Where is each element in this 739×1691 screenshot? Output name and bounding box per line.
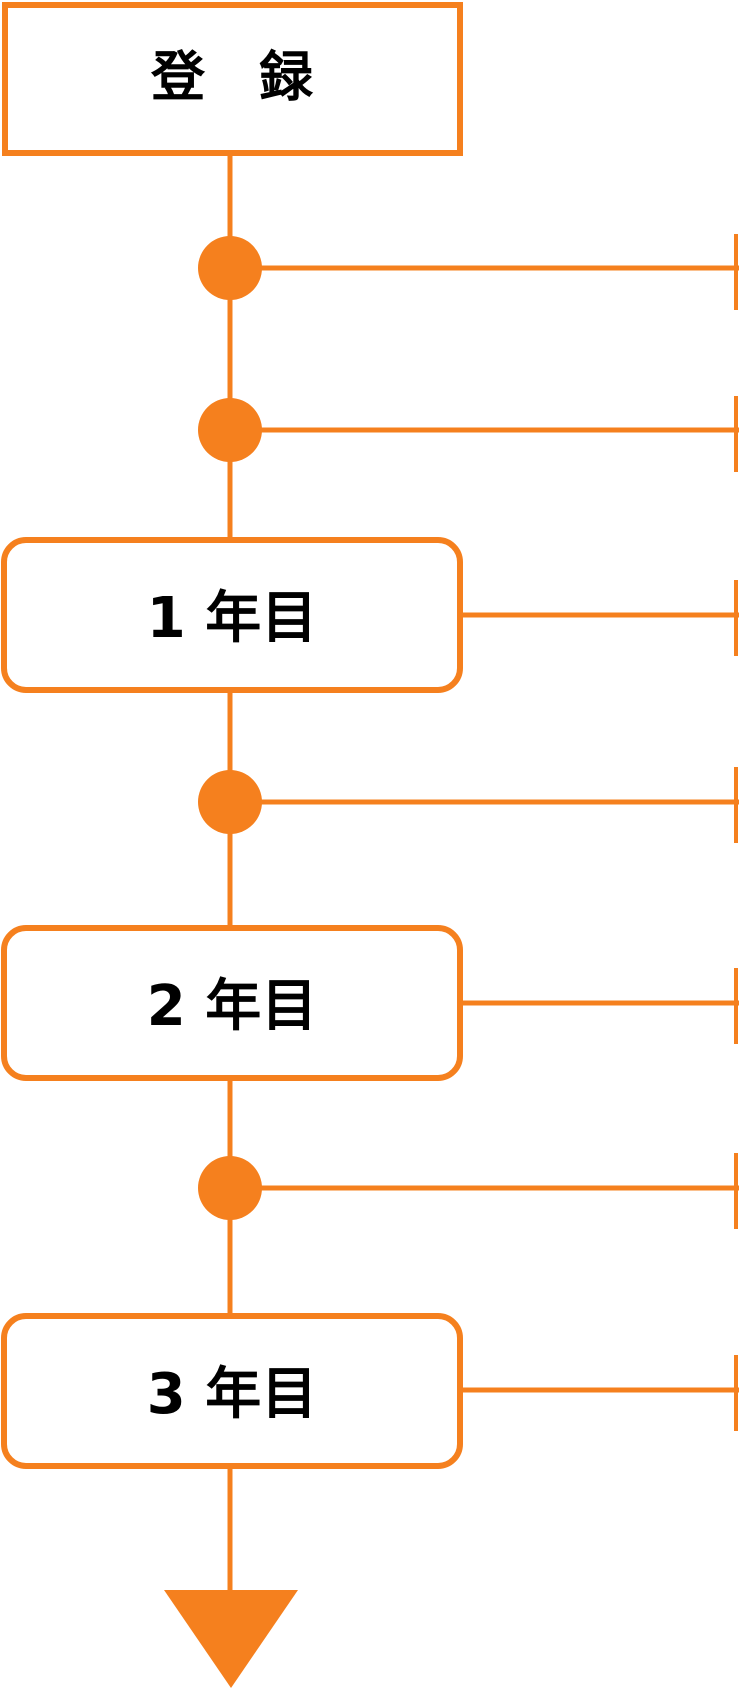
- start-label: 登 録: [150, 46, 314, 109]
- year-3-box: [1, 1313, 463, 1469]
- milestone-dot: [198, 398, 262, 462]
- milestone-dot: [198, 236, 262, 300]
- year-1-label: 1 年目: [147, 586, 317, 651]
- year-2-label: 2 年目: [147, 974, 317, 1039]
- milestone-dot: [198, 1156, 262, 1220]
- down-arrow-icon: [164, 1590, 298, 1688]
- year-3-label: 3 年目: [147, 1362, 317, 1427]
- year-1-box: [1, 537, 463, 693]
- milestone-dot: [198, 770, 262, 834]
- start-box: [2, 2, 463, 156]
- year-2-box: [1, 925, 463, 1081]
